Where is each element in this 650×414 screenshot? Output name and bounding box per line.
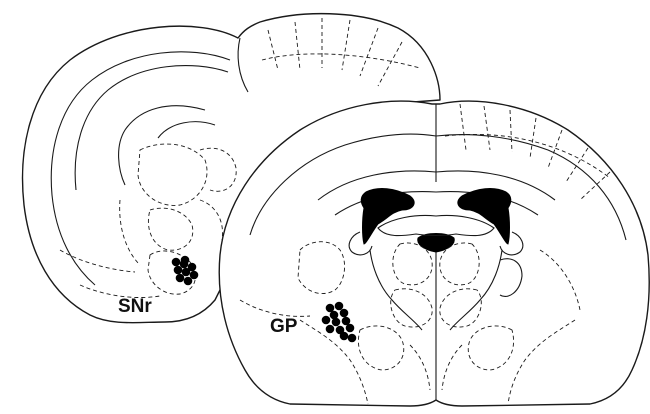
snr-injection-dot (172, 258, 181, 267)
gp-injection-dot (340, 309, 349, 318)
gp-injection-dot (340, 332, 349, 341)
gp-label: GP (270, 316, 298, 337)
gp-injection-dot (348, 334, 357, 343)
gp-injection-dot (332, 318, 341, 327)
snr-injection-dot (174, 266, 183, 275)
gp-injection-dot (326, 325, 335, 334)
snr-injection-dot (181, 256, 190, 265)
gp-injection-dot (346, 324, 355, 333)
snr-injection-dot (184, 277, 193, 286)
snr-label: SNr (118, 296, 152, 317)
anterior-section-outline (219, 101, 649, 406)
gp-injection-dot (322, 316, 331, 325)
snr-injection-dot (176, 274, 185, 283)
gp-injection-dot (335, 302, 344, 311)
anterior-coronal-section (219, 101, 649, 406)
